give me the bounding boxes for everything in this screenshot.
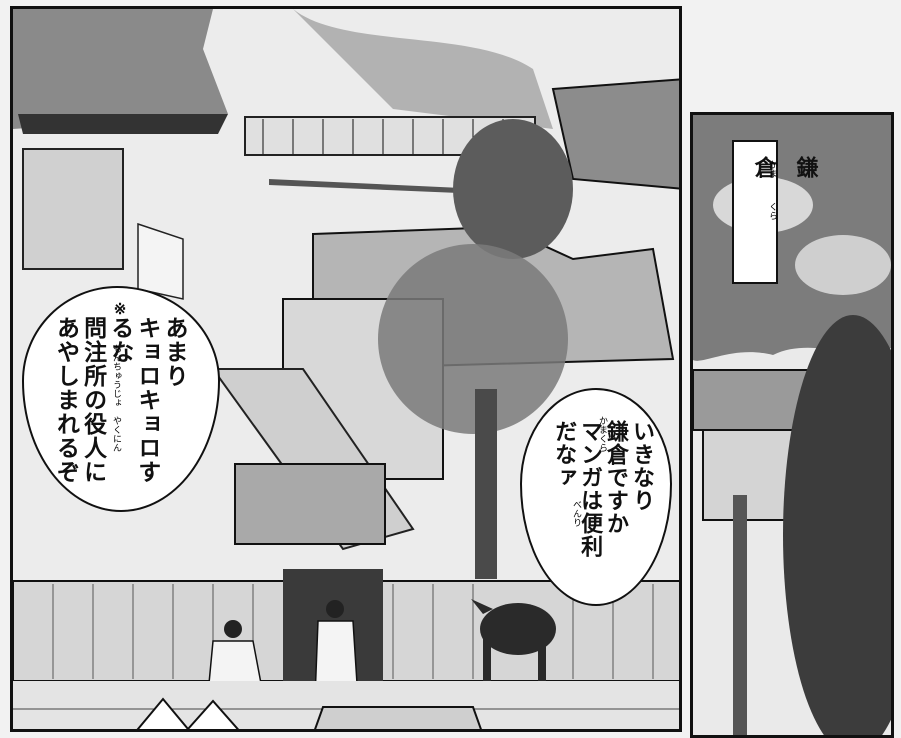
trees-background (293, 9, 553, 129)
main-panel (10, 6, 682, 732)
cloud-2 (795, 235, 891, 295)
temple-roof-shading (13, 9, 228, 129)
main-panel-artwork (13, 9, 679, 729)
speech-left-line-2: キョロキョロするな (106, 316, 161, 484)
temple-eave (18, 114, 228, 134)
side-panel (690, 112, 894, 738)
speech-left-line-4: あやしまれるぞ (52, 316, 80, 484)
horse (471, 599, 556, 691)
speech-right-text: いきなり 鎌倉ですか マンガは便利 だなァ (550, 420, 655, 600)
caption-furigana-2: くら (767, 202, 777, 220)
furigana-monchujo: もんちゅうじょ (111, 344, 121, 407)
speech-left-text: あまり キョロキョロするな 問注所の役人に あやしまれるぞ (52, 316, 189, 506)
caption-char-2: 倉 (750, 156, 777, 179)
speech-left-line-3: 問注所の役人に (79, 316, 107, 484)
note-mark: ※ (111, 300, 129, 319)
speech-bubble-left: ※ あまり キョロキョロするな 問注所の役人に あやしまれるぞ もんちゅうじょ … (22, 286, 220, 512)
caption-text: 鎌 倉 (742, 156, 826, 179)
temple-building (22, 148, 124, 270)
right-roof (551, 78, 679, 190)
speech-right-line-1: いきなり (629, 420, 655, 512)
small-pavilion (234, 463, 386, 545)
furigana-yakunin: やくにん (111, 416, 121, 452)
speech-bubble-right: いきなり 鎌倉ですか マンガは便利 だなァ かまくら べんり (520, 388, 672, 606)
speech-right-line-4: だなァ (551, 420, 578, 489)
tree-dark (453, 119, 573, 259)
standing-figure (314, 600, 359, 700)
speech-right-line-2: 鎌倉ですか (603, 420, 630, 535)
fence-rail (269, 179, 483, 194)
speech-left-line-1: あまり (161, 316, 188, 388)
location-caption: 鎌 倉 かま くら (732, 140, 819, 284)
furigana-kamakura: かまくら (597, 416, 607, 452)
tree-right (783, 315, 891, 735)
furigana-benri: べんり (571, 500, 581, 527)
speech-right-line-3: マンガは便利 (577, 420, 604, 558)
caption-furigana-1: かま (767, 160, 777, 178)
seated-figure (207, 620, 264, 695)
gate-pillar (733, 495, 747, 735)
banner (137, 222, 184, 300)
burst-effect (136, 697, 240, 729)
tree-trunk (475, 389, 497, 579)
wooden-bench (314, 706, 482, 729)
side-panel-artwork (693, 115, 891, 735)
caption-char-1: 鎌 (792, 156, 819, 179)
tree-foliage (378, 244, 568, 434)
